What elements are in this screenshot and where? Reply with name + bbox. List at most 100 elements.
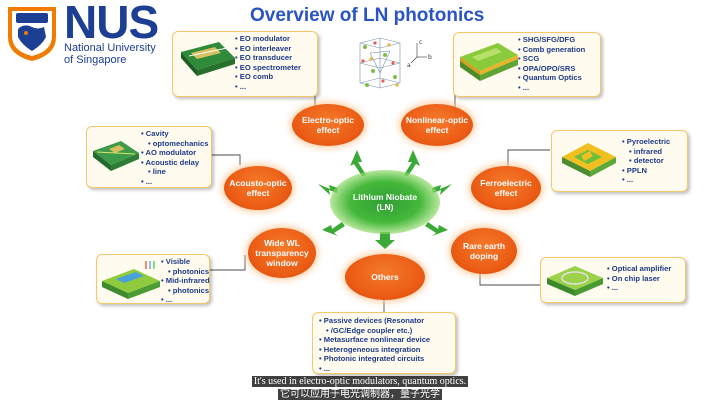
list-item: photonics [161,267,210,277]
list-item: Metasurface nonlinear device [319,335,430,345]
axis-b-label: b [428,54,432,61]
others-applications-box: Passive devices (Resonator /GC/Edge coup… [312,312,456,374]
axis-c-label: c [419,39,422,46]
bubble-label: effect [246,188,270,198]
bubble-label: Wide WL [264,238,300,248]
list-item: PPLN [622,166,670,176]
eo-applications-box: EO modulator EO interleaver EO transduce… [172,31,318,97]
list-item: SHG/SFG/DFG [518,35,585,45]
list-item: ... [141,177,208,187]
list-item: ... [235,82,301,92]
center-label: (LN) [376,202,394,212]
bubble-label: effect [494,188,518,198]
nus-logo-subtitle: National University of Singapore [64,42,156,66]
nus-crest-icon [8,7,56,61]
eo-device-image [181,42,235,76]
bubble-label: Ferroelectric [480,178,532,188]
others-applications-list: Passive devices (Resonator /GC/Edge coup… [319,316,430,374]
list-item: infrared [622,147,670,157]
list-item: OPA/OPO/SRS [518,64,585,74]
axis-a-label: a [407,62,411,69]
connector-wl [205,255,246,271]
center-label: Lithium Niobate [352,192,418,202]
list-item: line [141,167,208,177]
list-item: ... [161,295,210,305]
center-node-lithium-niobate: Lithium Niobate(LN) [330,170,440,234]
list-item: detector [622,156,670,166]
subtitle-chinese: 它可以应用于电光调制器，量子光学 [0,389,720,400]
arrow-to-fe [432,184,452,195]
bubble-label: window [266,258,298,268]
arrow-to-wl [322,222,345,236]
crystal-structure-image: c b a [359,37,432,89]
bubble-label: Others [371,272,399,282]
list-item: Visible [161,257,210,267]
eo-applications-list: EO modulator EO interleaver EO transduce… [235,34,301,92]
list-item: AO modulator [141,148,208,158]
ao-device-image [93,141,139,171]
list-item: ... [607,283,671,293]
bubble-label: Nonlinear-optic [405,115,469,125]
fe-device-image [562,143,616,177]
bubble-others: Others [345,254,425,300]
ao-applications-box: Cavity optomechanics AO modulator Acoust… [86,126,212,188]
fe-applications-list: Pyroelectric infrared detector PPLN ... [622,137,670,185]
wl-applications-box: Visible photonics Mid-infrared photonics… [96,254,210,304]
list-item: ... [622,175,670,185]
arrow-to-eo [350,150,366,176]
re-applications-box: Optical amplifier On chip laser ... [540,257,686,303]
fe-applications-box: Pyroelectric infrared detector PPLN ... [551,130,688,192]
subtitle-english-text: It's used in electro-optic modulators, q… [251,376,469,387]
list-item: On chip laser [607,274,671,284]
radial-arrows [318,150,452,249]
bubble-label: transparency [255,248,309,258]
subtitle-english: It's used in electro-optic modulators, q… [0,376,720,387]
nl-device-image [460,43,518,81]
list-item: EO spectrometer [235,63,301,73]
bubble-label: effect [425,125,449,135]
list-item: ... [518,83,585,93]
arrow-to-nl [404,150,420,176]
list-item: optomechanics [141,139,209,149]
bubble-label: Acousto-optic [229,178,287,188]
subtitle-chinese-text: 它可以应用于电光调制器，量子光学 [278,389,442,400]
list-item: Photonic integrated circuits [319,354,430,364]
nl-applications-list: SHG/SFG/DFG Comb generation SCG OPA/OPO/… [518,35,585,93]
list-item: ... [319,364,430,374]
list-item: EO comb [235,72,301,82]
list-item: EO interleaver [235,44,301,54]
wl-applications-list: Visible photonics Mid-infrared photonics… [161,257,210,305]
list-item: Passive devices (Resonator [319,316,430,326]
arrow-to-ao [318,184,338,195]
bubble-label: doping [469,251,499,261]
list-item: Cavity [141,129,208,139]
list-item: SCG [518,54,585,64]
slide-title: Overview of LN photonics [250,5,485,26]
nus-subtitle-line-1: National University [64,42,156,54]
bubble-label: effect [316,125,340,135]
ao-applications-list: Cavity optomechanics AO modulator Acoust… [141,129,209,187]
bubble-label: Rare earth [462,241,506,251]
list-item: Comb generation [518,45,585,55]
list-item: Mid-infrared [161,276,210,286]
connector-fe [507,149,550,168]
list-item: Heterogeneous integration [319,345,430,355]
nus-subtitle-line-2: of Singapore [64,54,127,66]
list-item: EO transducer [235,53,301,63]
wl-device-image [102,261,160,299]
arrow-to-re [425,222,448,236]
list-item: photonics [161,286,210,296]
nus-logo-text: NUS [64,0,159,48]
list-item: EO modulator [235,34,301,44]
bubble-label: Electro-optic [302,115,354,125]
list-item: /GC/Edge coupler etc.) [319,326,430,336]
nl-applications-box: SHG/SFG/DFG Comb generation SCG OPA/OPO/… [453,32,601,97]
re-device-image [547,266,603,296]
connector-ao [210,154,241,165]
